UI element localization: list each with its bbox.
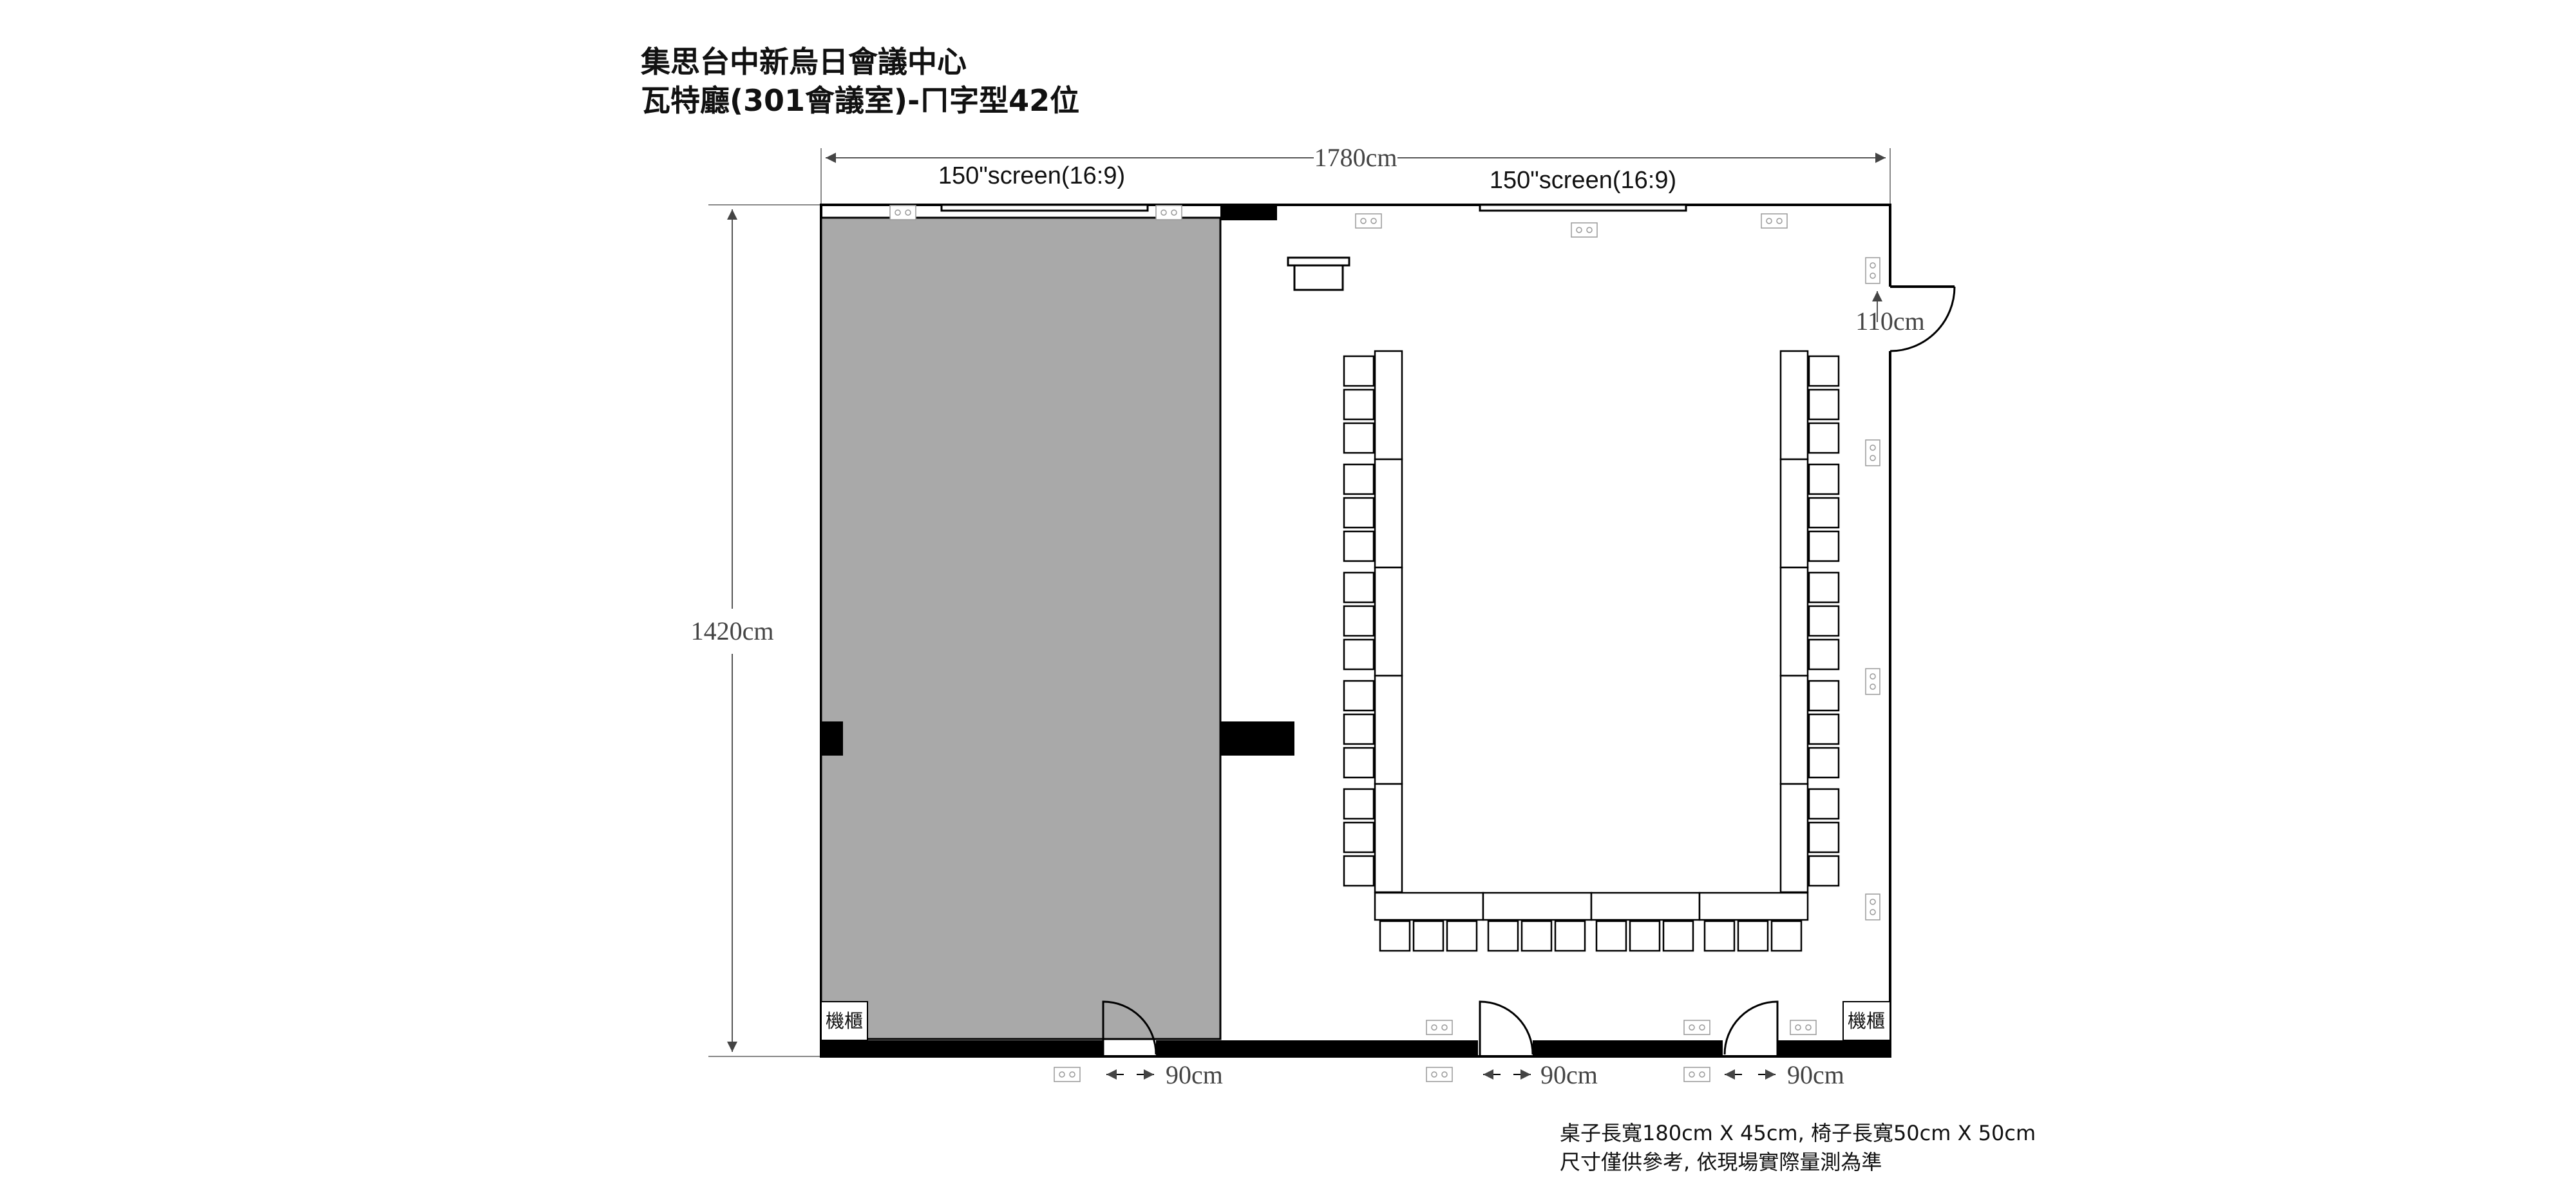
table-right	[1779, 350, 1809, 461]
pillar-left	[821, 721, 843, 756]
cabinet-left-label: 機櫃	[826, 1010, 863, 1032]
width-label: 1780cm	[1314, 143, 1397, 172]
chair-left	[1343, 821, 1375, 854]
table-bottom	[1590, 892, 1701, 921]
chair-left	[1343, 747, 1375, 779]
chair-bottom	[1629, 920, 1661, 952]
screen-left: 150"screen(16:9)	[938, 162, 1149, 212]
door-bottom-1-label: 90cm	[1166, 1060, 1223, 1089]
chair-right	[1808, 821, 1840, 854]
chair-right	[1808, 605, 1840, 637]
chair-right	[1808, 680, 1840, 712]
chair-right	[1808, 422, 1840, 454]
title-line-1: 集思台中新烏日會議中心	[640, 44, 967, 79]
table-left	[1374, 350, 1403, 461]
chair-left	[1343, 530, 1375, 562]
chair-right	[1808, 638, 1840, 671]
chair-bottom	[1662, 920, 1694, 952]
u-shape-seating	[1343, 350, 1840, 952]
title-line-2: 瓦特廳(301會議室)-ㄇ字型42位	[641, 83, 1079, 118]
chair-right	[1808, 530, 1840, 562]
chair-left	[1343, 605, 1375, 637]
door-bottom-3-label: 90cm	[1787, 1060, 1844, 1089]
chair-left	[1343, 855, 1375, 887]
pillar-center	[1220, 721, 1294, 756]
chair-left	[1343, 463, 1375, 495]
table-left	[1374, 783, 1403, 893]
chair-left	[1343, 638, 1375, 671]
table-right	[1779, 458, 1809, 569]
table-right	[1779, 674, 1809, 785]
door-right: 110cm	[1855, 285, 1956, 352]
door-bottom-2-label: 90cm	[1540, 1060, 1598, 1089]
screen-right-label: 150"screen(16:9)	[1490, 167, 1676, 194]
chair-left	[1343, 788, 1375, 820]
table-bottom	[1374, 892, 1484, 921]
chair-left	[1343, 355, 1375, 387]
height-dimension: 1420cm	[691, 204, 821, 1057]
chair-left	[1343, 497, 1375, 529]
table-left	[1374, 566, 1403, 677]
width-dimension: 1780cm	[820, 143, 1891, 206]
table-bottom	[1698, 892, 1809, 921]
chair-right	[1808, 388, 1840, 421]
cabinet-right: 機櫃	[1842, 1001, 1891, 1041]
pillar-top	[1220, 205, 1277, 220]
chair-bottom	[1487, 920, 1519, 952]
door-bottom-1: 90cm	[1102, 1000, 1223, 1089]
screen-right: 150"screen(16:9)	[1479, 167, 1687, 212]
chair-bottom	[1554, 920, 1586, 952]
note-line-1: 桌子長寬180cm X 45cm, 椅子長寬50cm X 50cm	[1560, 1121, 2036, 1145]
chair-right	[1808, 747, 1840, 779]
chair-left	[1343, 680, 1375, 712]
cabinet-left: 機櫃	[820, 1001, 868, 1041]
chair-bottom	[1520, 920, 1553, 952]
shaded-area	[820, 216, 1222, 1040]
table-bottom	[1482, 892, 1593, 921]
door-right-label: 110cm	[1855, 307, 1924, 336]
bottom-wall	[821, 1040, 1890, 1056]
height-label: 1420cm	[691, 616, 774, 645]
chair-bottom	[1446, 920, 1478, 952]
door-bottom-2: 90cm	[1479, 1000, 1598, 1089]
chair-bottom	[1770, 920, 1803, 952]
note-line-2: 尺寸僅供參考, 依現場實際量測為準	[1560, 1150, 1882, 1174]
cabinet-right-label: 機櫃	[1848, 1010, 1885, 1032]
table-right	[1779, 566, 1809, 677]
chair-right	[1808, 571, 1840, 604]
chair-right	[1808, 497, 1840, 529]
chair-left	[1343, 422, 1375, 454]
chair-left	[1343, 388, 1375, 421]
chair-right	[1808, 463, 1840, 495]
chair-left	[1343, 571, 1375, 604]
chair-bottom	[1703, 920, 1736, 952]
chair-bottom	[1595, 920, 1627, 952]
table-left	[1374, 458, 1403, 569]
chair-right	[1808, 788, 1840, 820]
chair-right	[1808, 355, 1840, 387]
screen-left-label: 150"screen(16:9)	[938, 162, 1125, 189]
table-right	[1779, 783, 1809, 893]
chair-left	[1343, 713, 1375, 745]
podium	[1287, 256, 1350, 291]
chair-bottom	[1412, 920, 1444, 952]
chair-bottom	[1379, 920, 1411, 952]
chair-bottom	[1737, 920, 1769, 952]
door-bottom-3: 90cm	[1723, 1000, 1844, 1089]
chair-right	[1808, 713, 1840, 745]
table-left	[1374, 674, 1403, 785]
chair-right	[1808, 855, 1840, 887]
